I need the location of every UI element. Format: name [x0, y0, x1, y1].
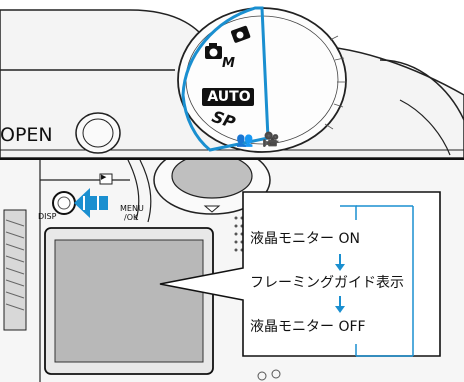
grip-strip [3, 209, 27, 331]
auto-mode-label-box [202, 88, 254, 106]
disp-label: DISP [38, 212, 57, 221]
menu-ok-label: /OK [124, 213, 139, 222]
lcd-screen [54, 239, 204, 363]
open-label: OPEN [0, 124, 53, 146]
mode-dial-illustration: OPEN M AUTO SP 👥 🎥 [0, 0, 464, 158]
camera-manual-icon [205, 43, 222, 59]
press-arrow [74, 188, 108, 218]
step-lcd-off: 液晶モニター OFF [250, 319, 366, 335]
camera-back-view [0, 160, 464, 382]
step-framing-guide: フレーミングガイド表示 [250, 275, 404, 291]
step-lcd-on: 液晶モニター ON [250, 231, 360, 247]
playback-icon: ▶ [101, 173, 107, 181]
playback-button [99, 173, 113, 185]
menu-label: MENU [120, 204, 144, 213]
disp-button-illustration: DISP ▶ MENU /OK 液晶モニター ON フレーミングガイド表示 液晶… [0, 160, 464, 382]
camera-top-view [0, 6, 464, 158]
callout-box [159, 191, 441, 357]
selected-mode-highlight [181, 6, 270, 152]
manual-mode-subscript: M [222, 56, 235, 71]
step-arrow-1 [335, 254, 345, 271]
auto-mode-label: AUTO [207, 89, 251, 105]
movie-mode-icon: 🎥 [262, 132, 280, 148]
panel-divider [0, 158, 464, 160]
scene-mode-icon: 👥 [236, 132, 254, 148]
step-arrow-2 [335, 296, 345, 313]
camera-burst-icon [230, 25, 251, 43]
